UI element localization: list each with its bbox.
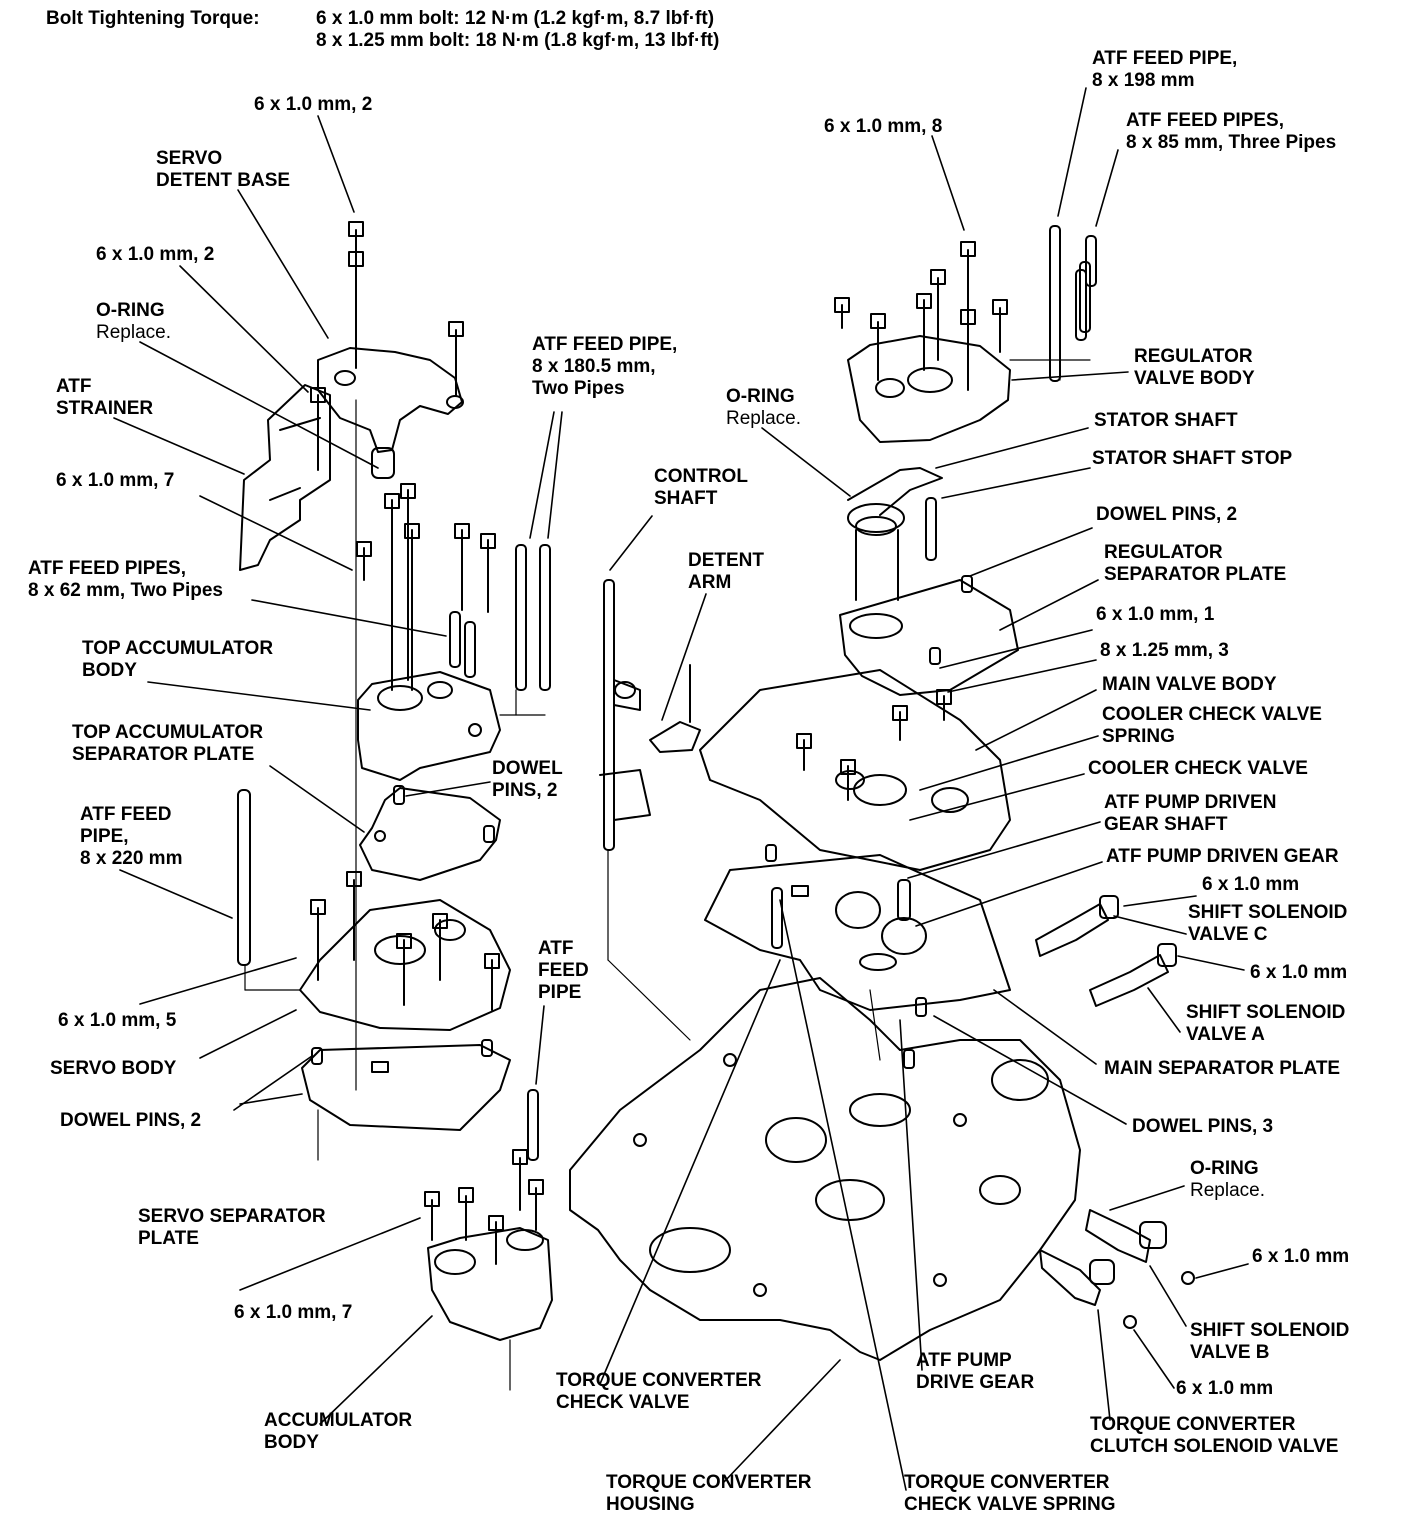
torque-converter-housing-part [569,977,1081,1361]
left-bolts-top [310,221,496,691]
main-valve-body-part [699,669,1011,871]
accumulator-body-part [424,1149,553,1341]
regulator-separator-plate-label: REGULATOR SEPARATOR PLATE [1104,542,1287,585]
servo-body-label: SERVO BODY [50,1058,177,1079]
dowel-pins-2-servo-label: DOWEL PINS, 2 [60,1110,202,1131]
atf-strainer-label: ATF STRAINER [56,376,154,419]
atf-feed-pipe-mid-label: ATF FEED PIPE [538,938,589,1003]
servo-separator-plate-label: SERVO SEPARATOR PLATE [138,1206,326,1249]
atf-pump-drive-gear-label: ATF PUMP DRIVE GEAR [916,1350,1035,1393]
stator-shaft-part [847,503,905,639]
dowel-pins-2-right-label: DOWEL PINS, 2 [1096,504,1238,525]
atf-feed-pipe-180-label: ATF FEED PIPE, 8 x 180.5 mm, Two Pipes [532,334,678,399]
leader-lines [113,87,1249,1491]
accumulator-body-label: ACCUMULATOR BODY [264,1410,413,1453]
control-shaft-part [599,579,651,851]
atf-pump-driven-gear-label: ATF PUMP DRIVEN GEAR [1106,846,1339,867]
regulator-valve-body-label: REGULATOR VALVE BODY [1134,346,1255,389]
main-separator-plate-part [704,844,1011,1069]
atf-feed-pipes-85-label: ATF FEED PIPES, 8 x 85 mm, Three Pipes [1126,110,1337,153]
shift-solenoid-a-label: SHIFT SOLENOID VALVE A [1186,1002,1346,1045]
top-accumulator-body-label: TOP ACCUMULATOR BODY [82,638,274,681]
torque-spec-values: 6 x 1.0 mm bolt: 12 N·m (1.2 kgf·m, 8.7 … [316,8,719,52]
alignment-lines [244,359,1091,1391]
o-ring-mid-label: O-RING Replace. [726,386,801,429]
detent-arm-label: DETENT ARM [688,550,764,593]
atf-feed-pipe-198-label: ATF FEED PIPE, 8 x 198 mm [1092,48,1238,91]
bolt-label-6x10-b: 6 x 1.0 mm [1252,1246,1350,1267]
stator-shaft-stop-label: STATOR SHAFT STOP [1092,448,1293,469]
torque-spec-8mm: 8 x 1.25 mm bolt: 18 N·m (1.8 kgf·m, 13 … [316,30,720,51]
bolt-label-6x10-8: 6 x 1.0 mm, 8 [824,116,943,137]
bolt-label-6x10-1: 6 x 1.0 mm, 1 [1096,604,1215,625]
torque-spec-title: Bolt Tightening Torque: [46,8,260,29]
servo-separator-plate-part [301,1039,511,1131]
bolt-label-6x10-2-b: 6 x 1.0 mm, 2 [96,244,215,265]
main-separator-plate-label: MAIN SEPARATOR PLATE [1104,1058,1341,1079]
stator-shaft-stop-part [847,467,943,561]
cooler-check-valve-label: COOLER CHECK VALVE [1088,758,1308,779]
dowel-pins-3-label: DOWEL PINS, 3 [1132,1116,1274,1137]
o-ring-left-label: O-RING Replace. [96,300,171,343]
main-valve-body-label: MAIN VALVE BODY [1102,674,1277,695]
atf-strainer-part [239,384,331,571]
bolt-label-6x10-7-a: 6 x 1.0 mm, 7 [56,470,175,491]
shift-solenoid-c-label: SHIFT SOLENOID VALVE C [1188,902,1348,945]
servo-body-part [299,871,511,1031]
torque-spec-6mm: 6 x 1.0 mm bolt: 12 N·m (1.2 kgf·m, 8.7 … [316,8,715,29]
bolt-label-6x10-7-b: 6 x 1.0 mm, 7 [234,1302,353,1323]
servo-detent-base-label: SERVO DETENT BASE [156,148,291,191]
tc-clutch-solenoid-part [1039,1249,1137,1329]
bolt-label-6x10-5: 6 x 1.0 mm, 5 [58,1010,177,1031]
control-shaft-label: CONTROL SHAFT [654,466,748,509]
regulator-separator-plate-part [839,575,1019,696]
top-accumulator-separator-plate-part [359,785,501,881]
atf-feed-pipes-62-label: ATF FEED PIPES, 8 x 62 mm, Two Pipes [28,558,224,601]
top-accumulator-body-part [357,671,501,781]
tc-check-valve-label: TORQUE CONVERTER CHECK VALVE [556,1370,762,1413]
bolt-label-6x10-tc: 6 x 1.0 mm [1176,1378,1274,1399]
bolt-label-8x125-3: 8 x 1.25 mm, 3 [1100,640,1229,661]
regulator-valve-body-part [834,241,1011,443]
shift-solenoid-b-label: SHIFT SOLENOID VALVE B [1190,1320,1350,1363]
atf-pump-driven-gear-part [771,879,927,971]
feed-pipes-right [1049,225,1097,382]
o-ring-right-label: O-RING Replace. [1190,1158,1265,1201]
shift-solenoid-a-part [1089,943,1177,1007]
dowel-pins-2-top-label: DOWEL PINS, 2 [492,758,563,801]
cooler-check-valve-spring-label: COOLER CHECK VALVE SPRING [1102,704,1322,747]
bolt-label-6x10-a: 6 x 1.0 mm [1250,962,1348,983]
tc-clutch-solenoid-label: TORQUE CONVERTER CLUTCH SOLENOID VALVE [1090,1414,1339,1457]
feed-pipes-left [237,544,551,1161]
atf-feed-pipe-220-label: ATF FEED PIPE, 8 x 220 mm [80,804,183,869]
bolt-label-6x10-2-a: 6 x 1.0 mm, 2 [254,94,373,115]
top-accumulator-separator-plate-label: TOP ACCUMULATOR SEPARATOR PLATE [72,722,264,765]
stator-shaft-label: STATOR SHAFT [1094,410,1238,431]
atf-pump-driven-gear-shaft-label: ATF PUMP DRIVEN GEAR SHAFT [1104,792,1277,835]
bolt-label-6x10-c: 6 x 1.0 mm [1202,874,1300,895]
tc-check-valve-spring-label: TORQUE CONVERTER CHECK VALVE SPRING [904,1472,1116,1515]
tc-housing-label: TORQUE CONVERTER HOUSING [606,1472,812,1515]
detent-arm-part [649,664,701,753]
shift-solenoid-c-part [1035,895,1119,957]
shift-solenoid-b-part [1085,1209,1195,1285]
servo-detent-base-part [317,347,464,479]
